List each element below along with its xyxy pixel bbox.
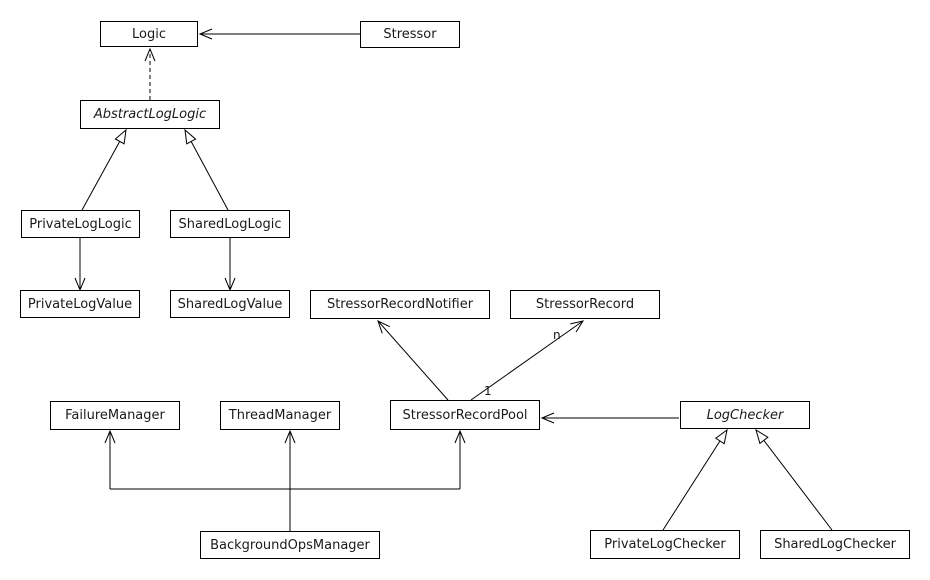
class-box-logic: Logic [100,21,198,47]
class-name-background-ops-manager: BackgroundOpsManager [210,537,370,553]
class-box-log-checker: LogChecker [680,401,810,429]
class-box-private-log-value: PrivateLogValue [20,290,140,318]
class-box-background-ops-manager: BackgroundOpsManager [200,531,380,559]
edge-pool-to-record [470,320,585,401]
class-box-stressor-record-pool: StressorRecordPool [390,400,540,430]
class-name-private-log-logic: PrivateLogLogic [29,216,132,232]
class-name-private-log-checker: PrivateLogChecker [604,537,726,552]
class-name-shared-log-logic: SharedLogLogic [178,216,282,232]
edge-sharedlogchecker-to-logchecker [755,428,833,531]
edge-privateloglogic-to-abstractloglogic [81,128,127,211]
class-name-stressor-record-pool: StressorRecordPool [402,407,528,423]
class-name-shared-log-checker: SharedLogChecker [774,537,896,552]
class-box-abstract-log-logic: AbstractLogLogic [80,100,220,129]
edge-privatelogchecker-to-logchecker [662,428,728,531]
class-box-shared-log-value: SharedLogValue [170,290,290,318]
class-box-failure-manager: FailureManager [50,401,180,430]
class-name-shared-log-value: SharedLogValue [177,296,283,312]
class-name-stressor-record: StressorRecord [535,297,635,312]
class-box-thread-manager: ThreadManager [220,401,340,430]
class-box-private-log-logic: PrivateLogLogic [21,210,140,238]
class-name-stressor: Stressor [383,27,437,42]
edge-pool-to-notifier [377,320,449,401]
class-box-stressor-record-notifier: StressorRecordNotifier [310,290,490,319]
class-name-private-log-value: PrivateLogValue [27,296,133,312]
class-name-logic: Logic [132,26,166,42]
class-name-log-checker: LogChecker [706,407,784,423]
class-box-shared-log-logic: SharedLogLogic [170,210,290,238]
class-name-stressor-record-notifier: StressorRecordNotifier [326,297,474,312]
class-name-failure-manager: FailureManager [65,408,165,423]
class-box-stressor-record: StressorRecord [510,290,660,319]
class-box-stressor: Stressor [360,21,460,48]
multiplicity-label-pool-end: 1 [484,384,492,398]
multiplicity-label-record-end: n [553,328,561,342]
class-name-thread-manager: ThreadManager [228,408,332,423]
class-box-shared-log-checker: SharedLogChecker [760,530,910,559]
edge-sharedloglogic-to-abstractloglogic [184,128,229,211]
class-name-abstract-log-logic: AbstractLogLogic [93,107,207,122]
class-box-private-log-checker: PrivateLogChecker [590,530,740,559]
